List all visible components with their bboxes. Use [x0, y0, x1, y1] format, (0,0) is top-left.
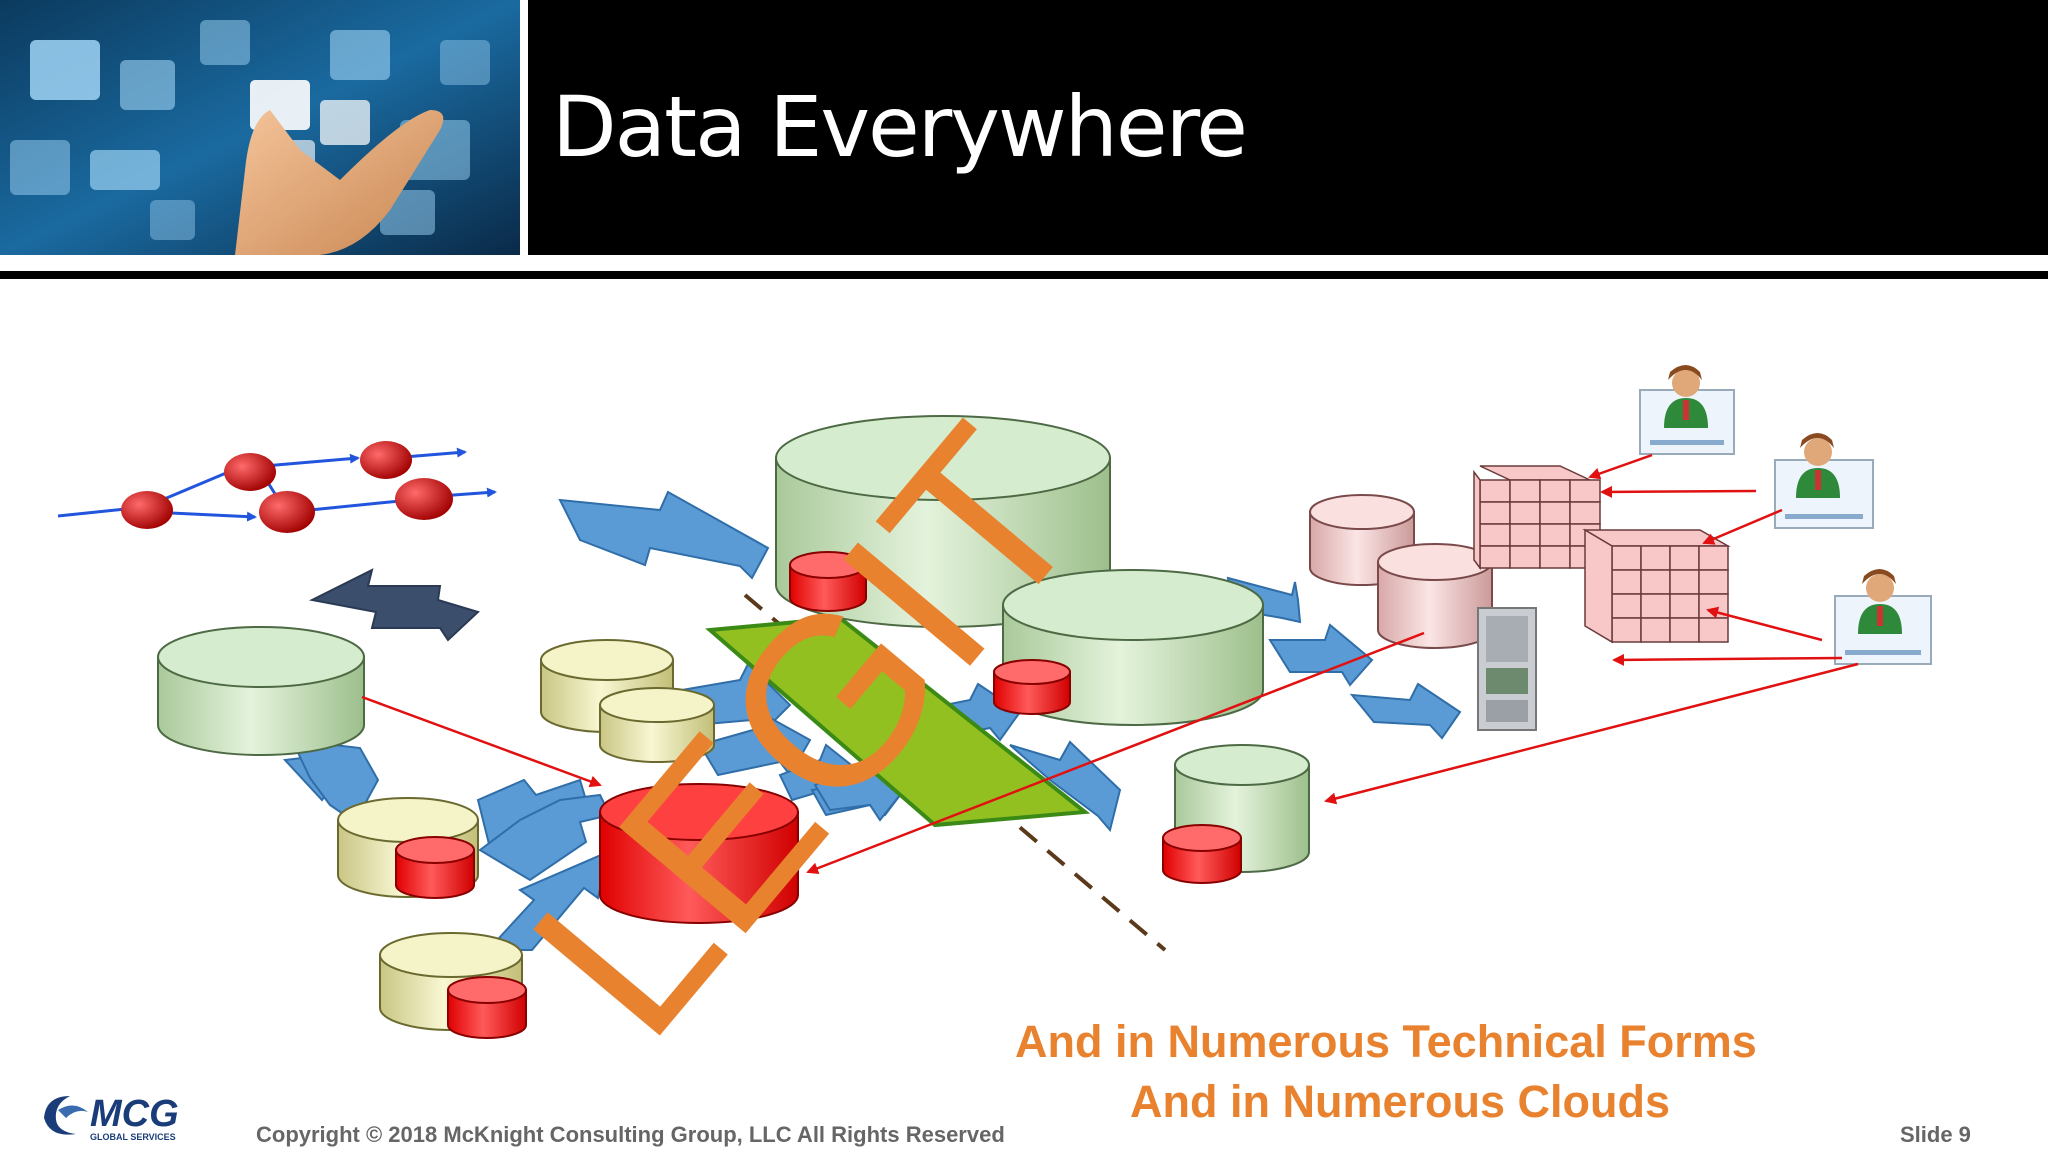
- slide-number: Slide 9: [1900, 1122, 1971, 1147]
- flow-arrows: [282, 490, 1462, 951]
- pink-database-2: [1377, 543, 1493, 649]
- copyright-notice: Copyright © 2018 McKnight Consulting Gro…: [256, 1122, 1005, 1147]
- yellow-database-2: [599, 687, 715, 763]
- caption-technical-forms: And in Numerous Technical Forms: [1015, 1016, 1757, 1067]
- logo-subtitle: GLOBAL SERVICES: [90, 1132, 176, 1142]
- mcg-logo: MCG GLOBAL SERVICES: [36, 1088, 236, 1144]
- left-green-database: [157, 626, 365, 756]
- title-bar: [528, 0, 2048, 255]
- small-red-database-4: [447, 976, 527, 1039]
- small-red-database-5: [1162, 824, 1242, 884]
- small-red-database-3: [395, 836, 475, 899]
- user-workstation-icon-2: [1774, 433, 1874, 529]
- big-red-database: [599, 783, 799, 924]
- user-workstation-icon-1: [1639, 365, 1735, 455]
- header-image: [0, 0, 520, 255]
- green-plane: [705, 615, 1091, 828]
- server-rack-icon: [1477, 607, 1537, 731]
- header-rule: [0, 271, 2048, 279]
- data-cube-1: [1473, 465, 1601, 571]
- slide-title: Data Everywhere: [552, 78, 1248, 176]
- data-cube-2: [1582, 528, 1731, 644]
- small-red-database-2: [993, 659, 1071, 715]
- logo-wordmark: MCG: [90, 1093, 179, 1135]
- caption-numerous-clouds: And in Numerous Clouds: [1130, 1076, 1670, 1127]
- network-nodes: [121, 441, 453, 533]
- sync-double-arrow: [308, 568, 480, 642]
- small-red-database-1: [789, 551, 867, 612]
- user-workstation-icon-3: [1834, 569, 1932, 665]
- red-links: [361, 453, 1859, 874]
